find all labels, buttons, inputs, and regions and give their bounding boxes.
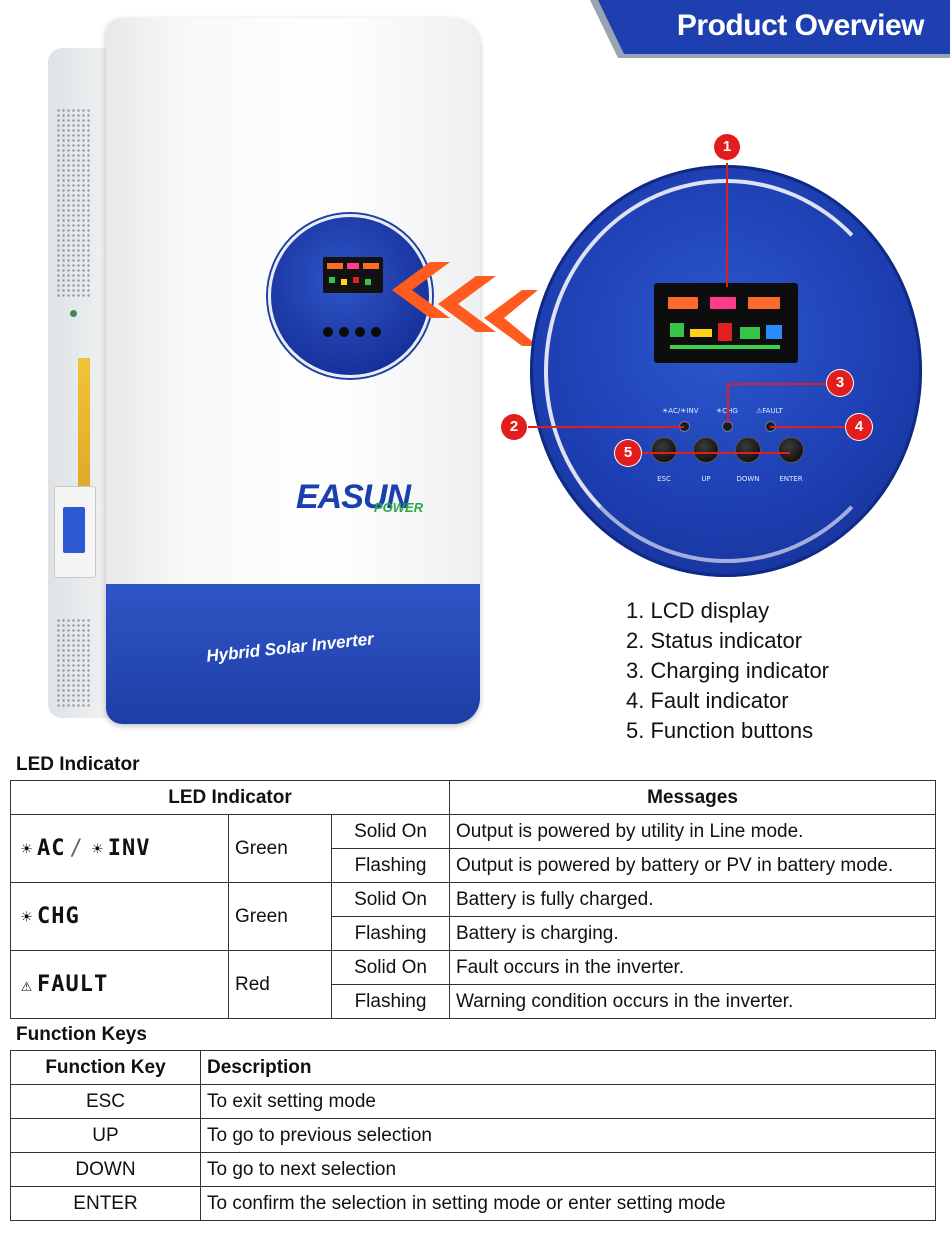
led-state: Flashing — [331, 984, 450, 1019]
fault-indicator-label: ⚠FAULT — [756, 407, 783, 415]
mini-lcd-display — [323, 257, 383, 293]
brand-logo: EASUN — [296, 478, 411, 516]
led-message: Warning condition occurs in the inverter… — [449, 984, 936, 1019]
led-name-fault: ⚠FAULT — [10, 950, 229, 1019]
led-indicator-header: LED Indicator — [10, 780, 450, 815]
led-indicator-table: LED Indicator Messages ☀AC/☀INV Green So… — [10, 780, 936, 1019]
table-row: UP To go to previous selection — [10, 1118, 936, 1153]
legend-item: 3. Charging indicator — [626, 658, 830, 683]
table-row: Flashing Battery is charging. — [11, 916, 936, 951]
legend-item: 4. Fault indicator — [626, 688, 789, 713]
lcd-display — [654, 283, 798, 363]
led-message: Output is powered by battery or PV in ba… — [449, 848, 936, 883]
callout-4: 4 — [846, 414, 872, 440]
enter-key[interactable] — [778, 437, 804, 463]
chevron-arrows — [392, 262, 538, 346]
callout-line-3 — [727, 383, 839, 385]
function-key-cell: ESC — [10, 1084, 201, 1119]
sun-icon: ☀ — [21, 907, 33, 928]
legend-item: 2. Status indicator — [626, 628, 803, 653]
header-banner: Product Overview — [590, 0, 950, 58]
led-message: Battery is charging. — [449, 916, 936, 951]
breaker-switch — [54, 486, 96, 578]
callout-line-1 — [726, 163, 728, 287]
led-name-ac-inv: ☀AC/☀INV — [10, 814, 229, 883]
led-name-chg: ☀CHG — [10, 882, 229, 951]
legend-item: 5. Function buttons — [626, 718, 814, 743]
chevron-left-icon — [438, 276, 496, 332]
esc-key[interactable] — [651, 437, 677, 463]
function-section-title: Function Keys — [16, 1024, 147, 1045]
table-row: Flashing Output is powered by battery or… — [11, 848, 936, 883]
callout-1: 1 — [714, 134, 740, 160]
inverter-front-panel: EASUN POWER Hybrid Solar Inverter — [106, 18, 480, 724]
function-description-cell: To go to next selection — [200, 1152, 936, 1187]
legend-item: 1. LCD display — [626, 598, 770, 623]
function-description-cell: To confirm the selection in setting mode… — [200, 1186, 936, 1221]
led-state: Flashing — [331, 916, 450, 951]
chg-indicator-label: ☀CHG — [716, 407, 738, 415]
function-keys-table: Function Key Description ESC To exit set… — [10, 1050, 936, 1221]
inverter-bottom-band — [106, 584, 480, 724]
warning-label — [78, 358, 90, 488]
page-title: Product Overview — [676, 9, 925, 42]
up-key-label: UP — [701, 475, 711, 483]
led-message: Fault occurs in the inverter. — [449, 950, 936, 985]
vent-grille — [56, 108, 92, 298]
side-led — [70, 310, 77, 317]
brand-sub-logo: POWER — [374, 500, 424, 515]
down-key[interactable] — [735, 437, 761, 463]
callout-legend: 1. LCD display 2. Status indicator 3. Ch… — [626, 596, 829, 746]
warning-icon: ⚠ — [21, 975, 33, 996]
callout-line-2 — [526, 426, 684, 428]
callout-5: 5 — [615, 440, 641, 466]
up-key[interactable] — [693, 437, 719, 463]
messages-header: Messages — [449, 780, 936, 815]
led-section-title: LED Indicator — [16, 754, 140, 775]
table-row: ☀CHG Green Solid On Battery is fully cha… — [10, 882, 936, 951]
led-color: Red — [228, 950, 332, 1019]
table-row: ☀AC/☀INV Green Solid On Output is powere… — [10, 814, 936, 883]
led-state: Solid On — [331, 950, 450, 985]
callout-3: 3 — [827, 370, 853, 396]
table-row: ESC To exit setting mode — [10, 1084, 936, 1119]
vent-grille — [56, 618, 92, 708]
inverter-image: EASUN POWER Hybrid Solar Inverter — [48, 18, 480, 730]
function-key-header: Function Key — [10, 1050, 201, 1085]
banner-shape — [590, 0, 950, 58]
function-description-cell: To exit setting mode — [200, 1084, 936, 1119]
callout-line-4 — [770, 426, 850, 428]
led-message: Battery is fully charged. — [449, 882, 936, 917]
led-color: Green — [228, 814, 332, 883]
callout-2: 2 — [501, 414, 527, 440]
table-header-row: LED Indicator Messages — [10, 780, 936, 815]
led-state: Solid On — [331, 882, 450, 917]
table-header-row: Function Key Description — [10, 1050, 936, 1085]
chevron-left-icon — [484, 290, 538, 346]
down-key-label: DOWN — [736, 475, 760, 483]
mini-buttons — [321, 327, 385, 341]
table-row: Flashing Warning condition occurs in the… — [11, 984, 936, 1019]
led-message: Output is powered by utility in Line mod… — [449, 814, 936, 849]
callout-line-5 — [640, 452, 790, 454]
zoomed-control-panel: ☀AC/☀INV ☀CHG ⚠FAULT ESC UP DOWN ENTER 1… — [501, 134, 922, 577]
description-header: Description — [200, 1050, 936, 1085]
function-key-cell: ENTER — [10, 1186, 201, 1221]
chevron-left-icon — [392, 262, 450, 318]
sun-icon: ☀ — [21, 839, 33, 860]
half-sun-icon: ☀ — [91, 839, 104, 860]
table-row: DOWN To go to next selection — [10, 1152, 936, 1187]
esc-key-label: ESC — [657, 475, 671, 483]
ac-inv-indicator-label: ☀AC/☀INV — [662, 407, 699, 415]
table-row: ENTER To confirm the selection in settin… — [10, 1186, 936, 1221]
led-color: Green — [228, 882, 332, 951]
function-key-cell: UP — [10, 1118, 201, 1153]
led-state: Solid On — [331, 814, 450, 849]
function-description-cell: To go to previous selection — [200, 1118, 936, 1153]
function-key-cell: DOWN — [10, 1152, 201, 1187]
table-row: ⚠FAULT Red Solid On Fault occurs in the … — [10, 950, 936, 1019]
callout-line-3 — [727, 383, 729, 423]
led-state: Flashing — [331, 848, 450, 883]
enter-key-label: ENTER — [779, 475, 803, 483]
